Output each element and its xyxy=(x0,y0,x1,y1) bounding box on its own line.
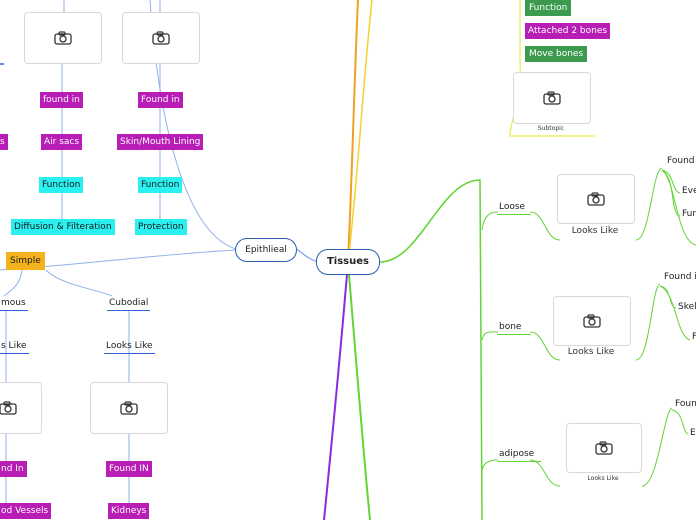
looks-like-caption: Looks Like xyxy=(587,475,619,482)
camera-icon xyxy=(587,192,605,206)
simple-node[interactable]: Simple xyxy=(6,252,45,270)
subtopic-caption: Subtopic xyxy=(537,125,565,132)
looks-like-caption: Looks Like xyxy=(571,226,619,236)
bone-item-2[interactable]: F xyxy=(692,332,696,342)
found-in-label[interactable]: Found in xyxy=(138,92,183,108)
kidneys-label[interactable]: Kidneys xyxy=(108,503,150,519)
cut-off-label[interactable]: s xyxy=(0,134,8,150)
loose-label[interactable]: Loose xyxy=(497,200,531,215)
diffusion-filteration-label[interactable]: Diffusion & Filteration xyxy=(11,219,115,235)
image-placeholder-air-sacs[interactable] xyxy=(24,12,102,64)
image-placeholder-subtopic[interactable] xyxy=(513,72,591,124)
camera-icon xyxy=(583,314,601,328)
loose-item-1[interactable]: Ever xyxy=(682,186,696,196)
image-placeholder-loose[interactable] xyxy=(557,174,635,224)
camera-icon xyxy=(54,31,72,45)
epithelial-node[interactable]: Epithlieal xyxy=(235,238,297,262)
image-placeholder-bone[interactable] xyxy=(553,296,631,346)
found-in-label[interactable]: Found xyxy=(675,399,696,409)
function-label[interactable]: Function xyxy=(525,0,572,16)
squamous-label[interactable]: mous xyxy=(0,296,28,311)
camera-icon xyxy=(595,441,613,455)
found-in-label[interactable]: Found in xyxy=(664,272,696,282)
skin-mouth-lining-label[interactable]: Skin/Mouth Lining xyxy=(117,134,204,150)
camera-icon xyxy=(120,401,138,415)
function-label[interactable]: Function xyxy=(138,177,183,193)
adipose-label[interactable]: adipose xyxy=(497,447,541,462)
found-in-label[interactable]: Found IN xyxy=(106,461,152,477)
image-placeholder-adipose[interactable] xyxy=(566,423,642,473)
camera-icon xyxy=(0,401,17,415)
cuboidal-label[interactable]: Cubodial xyxy=(107,296,151,311)
loose-item-2[interactable]: Fun xyxy=(682,209,696,219)
looks-like-label[interactable]: s Like xyxy=(0,339,29,354)
attached-2-bones-label[interactable]: Attached 2 bones xyxy=(525,23,611,39)
protection-label[interactable]: Protection xyxy=(135,219,187,235)
air-sacs-label[interactable]: Air sacs xyxy=(41,134,83,150)
move-bones-label[interactable]: Move bones xyxy=(525,46,588,62)
looks-like-caption: Looks Like xyxy=(567,347,615,357)
bone-item-1[interactable]: Skel xyxy=(678,302,696,312)
function-label[interactable]: Function xyxy=(39,177,84,193)
found-in-label[interactable]: nd In xyxy=(0,461,27,477)
center-node-tissues[interactable]: Tissues xyxy=(316,249,380,275)
blood-vessels-label[interactable]: od Vessels xyxy=(0,503,52,519)
found-in-label[interactable]: found in xyxy=(40,92,83,108)
camera-icon xyxy=(152,31,170,45)
image-placeholder-skin[interactable] xyxy=(122,12,200,64)
adipose-item-1[interactable]: Ev xyxy=(690,428,696,438)
bone-label[interactable]: bone xyxy=(497,320,531,335)
image-placeholder-kidneys[interactable] xyxy=(90,382,168,434)
found-in-label[interactable]: Found i xyxy=(667,156,696,166)
image-placeholder-squamous[interactable] xyxy=(0,382,42,434)
camera-icon xyxy=(543,91,561,105)
looks-like-label[interactable]: Looks Like xyxy=(104,339,155,354)
